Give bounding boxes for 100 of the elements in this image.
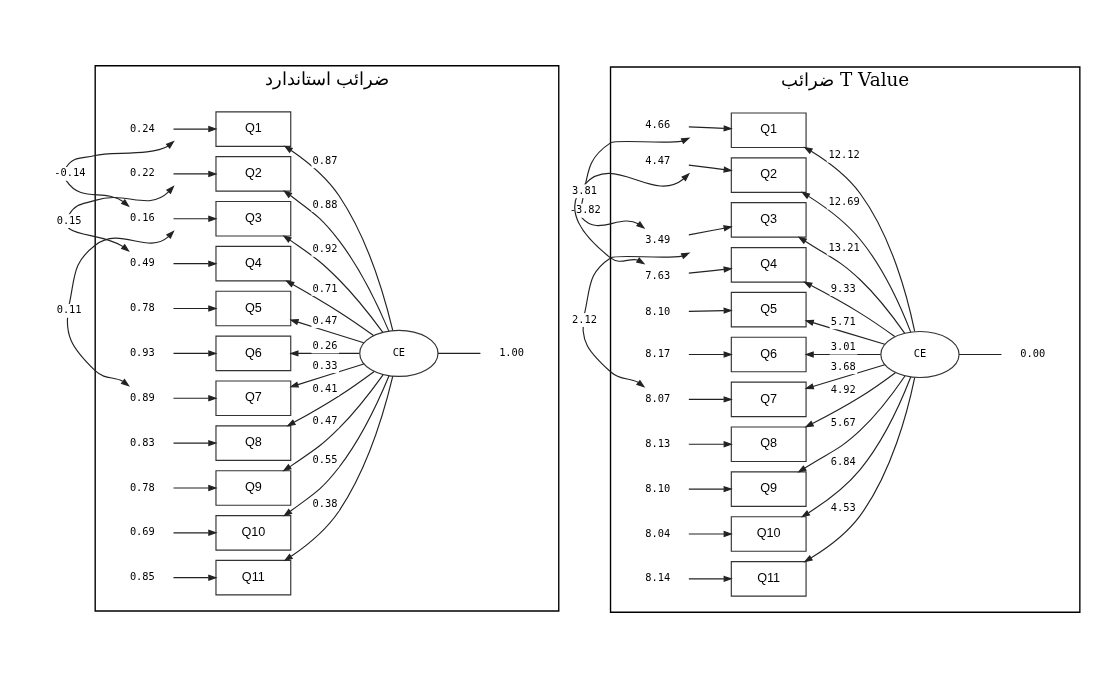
arrow <box>289 318 365 343</box>
node-box: Q6 <box>215 335 292 371</box>
node-box: Q3 <box>730 201 807 238</box>
connector <box>437 352 481 354</box>
node-text: 0.78 <box>129 300 155 313</box>
arrow <box>804 319 886 345</box>
node-text: 8.07 <box>645 391 671 404</box>
arrow <box>289 362 365 388</box>
arrow <box>172 439 218 446</box>
edge-label: 0.47 <box>312 313 338 326</box>
arrow <box>800 191 912 333</box>
arrow <box>688 485 733 492</box>
node-box: Q4 <box>215 245 292 281</box>
node-box: Q8 <box>215 424 292 461</box>
edge-label: 4.92 <box>830 382 856 395</box>
node-box: Q1 <box>730 111 807 148</box>
arrow <box>172 215 218 222</box>
arrow <box>172 259 218 267</box>
arrow <box>688 164 733 173</box>
node-ellipse: CE <box>359 329 439 377</box>
edge-label: 0.41 <box>312 381 338 394</box>
node-text: 0.16 <box>129 210 155 223</box>
edge-label: 0.26 <box>312 338 338 351</box>
arrow <box>63 140 175 207</box>
node-box: Q5 <box>215 290 292 326</box>
edge-label: 12.12 <box>828 147 860 160</box>
node-box: Q11 <box>215 559 292 595</box>
node-text: 8.14 <box>645 570 671 583</box>
arrow <box>172 573 218 581</box>
arrow <box>65 184 175 252</box>
arrow <box>172 125 218 132</box>
arrow <box>172 484 218 491</box>
edge-label: 0.15 <box>56 213 82 226</box>
node-box: Q11 <box>730 560 807 597</box>
node-box: Q1 <box>215 110 292 147</box>
arrow <box>282 234 384 333</box>
edge-label: 3.81 <box>571 183 597 196</box>
node-text: 8.17 <box>645 346 671 359</box>
node-text: 0.22 <box>129 165 155 178</box>
edge-label: 2.12 <box>571 312 597 325</box>
edge-label: 9.33 <box>830 280 856 293</box>
arrow <box>688 395 733 403</box>
node-text: 3.49 <box>645 232 671 245</box>
arrow <box>172 394 218 401</box>
edge-label: 0.38 <box>312 496 338 509</box>
node-text: 7.63 <box>645 268 671 281</box>
node-text: 8.10 <box>645 304 671 316</box>
node-text: 0.93 <box>129 345 155 358</box>
edge-label: 0.71 <box>312 280 338 293</box>
node-box: Q4 <box>730 246 807 283</box>
edge-label: 12.69 <box>828 194 860 207</box>
node-box: Q8 <box>730 425 807 462</box>
arrow <box>688 575 733 582</box>
node-text: 0.89 <box>129 390 155 403</box>
node-text: 8.13 <box>645 436 671 449</box>
edge-label: 5.67 <box>830 415 856 428</box>
node-box: Q7 <box>215 379 292 416</box>
edge-label: 0.55 <box>312 452 338 465</box>
edge-label: 0.11 <box>56 302 82 315</box>
arrow <box>804 363 886 389</box>
arrow <box>688 265 733 274</box>
node-text: 4.66 <box>645 117 671 130</box>
connector <box>958 353 1003 355</box>
edge-label: 3.68 <box>830 359 856 372</box>
arrow <box>66 229 175 387</box>
arrow <box>688 530 733 537</box>
arrow <box>172 529 218 536</box>
edge-label: 0.33 <box>312 358 338 371</box>
arrow <box>172 349 218 357</box>
node-text: 0.69 <box>129 524 155 537</box>
edge-label: 3.01 <box>830 339 856 352</box>
edge-label: 13.21 <box>828 240 860 253</box>
edge-label: -0.14 <box>54 165 86 178</box>
arrow <box>574 172 690 265</box>
arrow <box>283 375 394 561</box>
node-text: 8.10 <box>645 481 671 494</box>
arrow <box>582 252 691 388</box>
edge-label: 0.47 <box>312 413 338 426</box>
arrow <box>797 236 906 334</box>
node-box: Q2 <box>215 155 292 192</box>
node-text: 0.24 <box>129 121 155 134</box>
edge-label: 0.92 <box>312 241 338 254</box>
node-box: Q3 <box>215 200 292 237</box>
node-text: 0.78 <box>129 479 155 492</box>
node-text: 4.47 <box>645 153 671 166</box>
arrow <box>688 440 733 447</box>
node-box: Q9 <box>730 470 807 507</box>
arrow <box>688 124 733 132</box>
node-text: 0.49 <box>129 255 155 268</box>
node-box: Q9 <box>215 469 292 506</box>
node-text: 0.00 <box>1020 346 1046 359</box>
arrow <box>688 224 733 235</box>
edge-label: 0.87 <box>312 153 338 166</box>
edge-label: 6.84 <box>830 454 856 467</box>
arrow <box>688 350 733 358</box>
node-box: Q10 <box>730 515 807 552</box>
node-box: Q2 <box>730 156 807 193</box>
arrow <box>803 376 916 562</box>
edge-label: 5.71 <box>830 314 856 327</box>
node-box: Q6 <box>730 336 807 372</box>
